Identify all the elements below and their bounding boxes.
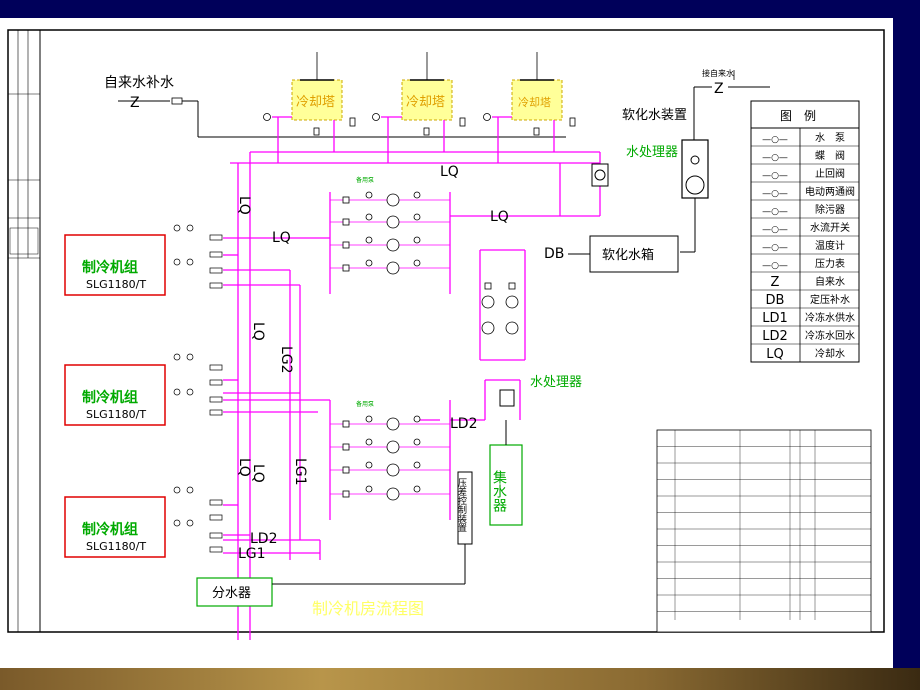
cooling-tower-label: 冷却塔	[406, 95, 445, 110]
legend-label: 蝶 阀	[815, 149, 845, 162]
pipe-code-lq-vertical-1: LQ	[236, 196, 252, 215]
legend-label: 电动两通阀	[805, 185, 855, 198]
title-block-stamp	[9, 227, 39, 255]
equipment-schedule	[656, 429, 872, 633]
pipe-code-ld2-right: LD2	[450, 416, 478, 432]
chiller-model: SLG1180/T	[86, 540, 146, 553]
standby-pump-label-1: 备用泵	[356, 176, 374, 184]
cooling-water-pipes	[223, 116, 601, 640]
pipe-code-lq-vertical-3: LQ	[236, 458, 252, 477]
chiller-name: 制冷机组	[82, 389, 138, 406]
slide-bottom-bar	[0, 668, 920, 690]
pipe-code-lq-vertical-4: LQ	[250, 464, 266, 483]
standby-pump-label-2: 备用泵	[356, 400, 374, 408]
tap-water-pipes	[118, 86, 770, 140]
schedule-lines	[657, 430, 871, 620]
legend-symbol-code: LQ	[766, 347, 783, 362]
legend-label: 水 泵	[815, 132, 845, 144]
distributor-label: 分水器	[212, 586, 251, 601]
legend-label: 温度计	[815, 239, 845, 252]
pipe-code-lq-vertical-2: LQ	[250, 322, 266, 341]
butterfly-valve-icon: —○—	[762, 153, 788, 163]
pipe-code-lg1-vertical: LG1	[292, 458, 308, 486]
legend-title: 图 例	[780, 109, 816, 123]
pipe-code-db: DB	[544, 246, 564, 262]
chiller-model: SLG1180/T	[86, 408, 146, 421]
legend-symbol-code: LD1	[762, 311, 788, 326]
tower-valves	[263, 113, 576, 136]
pressure-control-label: 压差控制装置	[456, 478, 467, 532]
tap-valve-icon	[171, 97, 183, 105]
softener-unit: 软化水装置	[622, 108, 709, 199]
cooling-tower-1: 冷却塔	[291, 52, 343, 121]
legend-label: 水流开关	[810, 221, 850, 234]
legend-label: 冷冻水回水	[805, 329, 855, 342]
pipe-code-z-right: Z	[714, 81, 724, 97]
pipe-code-ld2-bottom: LD2	[250, 531, 278, 547]
softened-tank-label: 软化水箱	[602, 247, 654, 263]
cooling-tower-label: 冷却塔	[296, 95, 335, 110]
legend-table: 图 例	[750, 100, 860, 363]
pipe-code-lg1-bottom: LG1	[238, 546, 266, 562]
legend-label: 冷冻水供水	[805, 311, 855, 324]
flow-switch-icon: —○—	[762, 225, 788, 235]
pump-icon: —○—	[762, 135, 788, 145]
pipe-code-lq-mid: LQ	[490, 209, 509, 225]
legend-label: 止回阀	[815, 167, 845, 180]
strainer-icon: —○—	[762, 207, 788, 217]
legend-label: 冷却水	[815, 347, 845, 360]
chiller-instruments	[173, 224, 223, 553]
legend-symbol-code: LD2	[762, 329, 788, 344]
water-treatment-top: 水处理器	[591, 145, 678, 187]
pipe-code-z-left: Z	[130, 95, 140, 111]
water-treatment-label: 水处理器	[530, 375, 582, 390]
pipe-code-lg2: LG2	[278, 346, 294, 374]
pressure-control: 压差控制装置	[456, 471, 473, 545]
chiller-3: 制冷机组 SLG1180/T	[64, 496, 166, 558]
distributor: 分水器	[196, 577, 273, 607]
check-valve-icon: —○—	[762, 171, 788, 181]
chiller-model: SLG1180/T	[86, 278, 146, 291]
pressure-gauge-icon: —○—	[762, 261, 788, 271]
collector: 集水器	[489, 444, 523, 526]
chilled-pump-group	[330, 415, 450, 501]
thermometer-icon: —○—	[762, 243, 788, 253]
makeup-pumps	[481, 282, 519, 335]
diagram-title: 制冷机房流程图	[312, 599, 424, 618]
legend-label: 除污器	[815, 203, 845, 216]
cooling-tower-2: 冷却塔	[401, 52, 453, 121]
collector-label: 集水器	[491, 469, 507, 512]
water-treatment-label: 水处理器	[626, 145, 678, 160]
drawing-frame	[7, 29, 885, 633]
softened-tank: 软化水箱	[589, 235, 679, 273]
legend-label: 定压补水	[810, 293, 850, 306]
chiller-2: 制冷机组 SLG1180/T	[64, 364, 166, 426]
tap-water-in-label: 接自来水	[702, 68, 734, 78]
chiller-1: 制冷机组 SLG1180/T	[64, 234, 166, 296]
legend-symbol-code: DB	[766, 293, 785, 308]
water-treatment-lower: 水处理器	[499, 375, 582, 407]
legend-label: 自来水	[815, 275, 845, 288]
pipe-code-lq-chiller: LQ	[272, 230, 291, 246]
motor-valve-icon: —○—	[762, 189, 788, 199]
chiller-name: 制冷机组	[82, 521, 138, 538]
legend-label: 压力表	[815, 257, 845, 270]
tap-makeup-label: 自来水补水	[104, 75, 174, 91]
pipe-code-lq-top: LQ	[440, 164, 459, 180]
softener-unit-label: 软化水装置	[622, 108, 687, 123]
legend-symbol-code: Z	[771, 275, 780, 290]
cooling-pump-group	[330, 191, 450, 275]
chiller-name: 制冷机组	[82, 259, 138, 276]
legend-rows: —○— 水 泵 —○— 蝶 阀 —○— 止回阀 —○— 电动两通阀 —○— 除污器 —○— 水流开关 —…	[751, 132, 859, 363]
chilled-water-pipes	[223, 249, 526, 560]
cooling-tower-3: 冷却塔	[511, 52, 563, 121]
cooling-tower-label: 冷却塔	[518, 96, 551, 109]
